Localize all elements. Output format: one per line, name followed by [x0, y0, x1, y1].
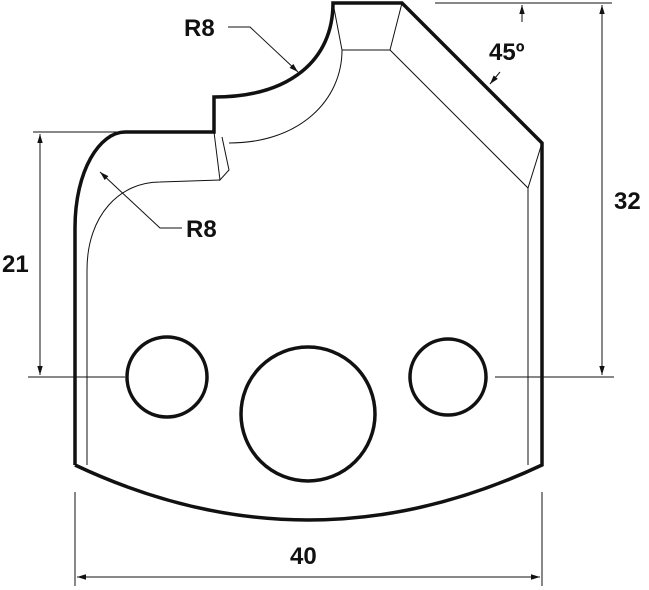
- dim-label-32: 32: [614, 188, 641, 215]
- hole-right: [408, 337, 488, 417]
- radius-label-top: R8: [184, 15, 215, 42]
- bevel-lines: [86, 2, 543, 465]
- angle-label: 45º: [489, 39, 525, 66]
- dim-label-21: 21: [2, 251, 29, 278]
- cutter-outline: [73, 1, 544, 522]
- radius-label-left: R8: [186, 216, 217, 243]
- dim-label-40: 40: [290, 543, 317, 570]
- radius-leader-top: [228, 26, 299, 73]
- angle-leader: [489, 71, 501, 85]
- hole-left: [125, 335, 209, 419]
- radius-leader-left: [99, 171, 182, 229]
- hole-center: [239, 345, 377, 483]
